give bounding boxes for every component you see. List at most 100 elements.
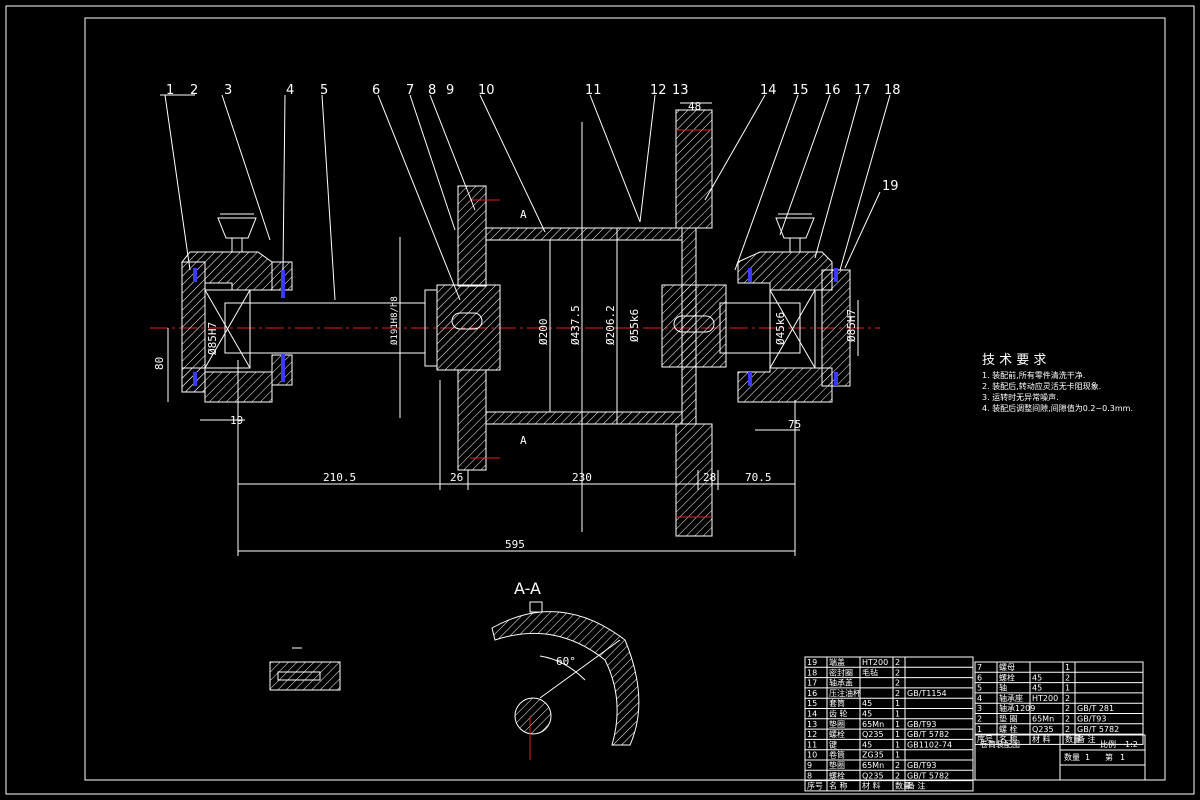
dimension-lines	[167, 102, 859, 556]
bom-left-cell: 8	[807, 771, 812, 780]
title-name: 卷筒装配图	[980, 739, 1020, 749]
tech-req-title: 技 术 要 求	[982, 353, 1046, 368]
bom-right-cell: 6	[977, 673, 982, 682]
dim-bearing-left: Ø85H7	[206, 322, 219, 355]
balloon-10: 10	[478, 83, 495, 98]
bom-left-cell: GB/T 5782	[907, 730, 949, 739]
bom-left-cell: 1	[895, 710, 900, 719]
bom-left-cell: 16	[807, 689, 817, 698]
section-mark-top: A	[520, 208, 527, 221]
bom-left-cell: 14	[807, 710, 817, 719]
bom-left-cell: Q235	[862, 771, 884, 780]
bom-right-cell: 2	[977, 715, 982, 724]
bom-right-cell: 4	[977, 694, 982, 703]
bom-left-cell: 数量	[895, 781, 911, 791]
balloon-1: 1	[166, 83, 174, 98]
left-flange	[436, 185, 501, 471]
bom-left-cell: GB/T1154	[907, 689, 947, 698]
bom-left-cell: 套筒	[829, 698, 845, 708]
bom-right-cell: 轴承1209	[999, 703, 1035, 713]
bom-left-cell: 15	[807, 699, 817, 708]
bom-left-cell: 45	[862, 699, 872, 708]
bom-left-cell: 备 注	[907, 781, 926, 791]
balloon-6: 6	[372, 83, 380, 98]
bom-right-cell: GB/T93	[1077, 715, 1106, 724]
bom-right-cell: GB/T 281	[1077, 704, 1114, 713]
tech-req-item-4: 4. 装配后调整间隙,间隙值为0.2~0.3mm.	[982, 403, 1133, 413]
bom-left-cell: 压注油杯	[829, 688, 861, 698]
title-qty: 1	[1085, 753, 1090, 762]
bom-left-cell: 19	[807, 658, 817, 667]
bom-left-cell: 卷筒	[829, 750, 845, 760]
dim-shaft-right: Ø45k6	[774, 312, 787, 345]
bom-left-cell: GB/T93	[907, 720, 936, 729]
bom-right-cell: 65Mn	[1032, 715, 1054, 724]
bom-right-cell: 45	[1032, 673, 1042, 682]
bom-left-cell: 螺栓	[829, 729, 845, 739]
bom-left-cell: 12	[807, 730, 817, 739]
bom-right-cell: Q235	[1032, 725, 1054, 734]
balloon-5: 5	[320, 83, 328, 98]
bom-right-cell: 7	[977, 663, 982, 672]
bom-right-cell: 2	[1065, 725, 1070, 734]
bom-left-cell: 2	[895, 679, 900, 688]
bom-left-cell: 18	[807, 668, 817, 677]
dim-595: 595	[505, 538, 525, 551]
bom-left-cell: 65Mn	[862, 720, 884, 729]
balloon-14: 14	[760, 83, 777, 98]
dimension-texts: 48 Ø85H7 Ø191H8/h8 Ø200 Ø437.5 Ø206.2 Ø5…	[153, 100, 858, 551]
dim-80: 80	[153, 357, 166, 370]
bom-right-cell: 数量	[1065, 734, 1081, 744]
bom-left-cell: 密封圈	[829, 667, 853, 677]
balloon-15: 15	[792, 83, 809, 98]
dim-shaft-fit: Ø191H8/h8	[389, 296, 400, 345]
bom-right-cell: 名 称	[999, 734, 1018, 744]
bom-left-cell: 45	[862, 740, 872, 749]
right-bearing-housing	[737, 213, 851, 403]
dim-28: 28	[703, 471, 716, 484]
bom-left-cell: 1	[895, 720, 900, 729]
tech-req-item-1: 1. 装配前,所有零件清洗干净.	[982, 370, 1085, 380]
balloon-11: 11	[585, 83, 602, 98]
bom-left-cell: GB1102-74	[907, 740, 952, 749]
bom-right-cell: 材 料	[1032, 734, 1051, 744]
dim-70-5: 70.5	[745, 471, 772, 484]
bom-right-cell: 1	[1065, 684, 1070, 693]
bom-right-cell: 2	[1065, 694, 1070, 703]
bom-left-cell: 11	[807, 740, 817, 749]
bom-left-cell: 螺栓	[829, 770, 845, 780]
title-sheet: 1	[1120, 753, 1125, 762]
balloon-19: 19	[882, 179, 899, 194]
bom-right-cell: 2	[1065, 673, 1070, 682]
bom-right-cell: 3	[977, 704, 982, 713]
bom-left-cell: HT200	[862, 658, 888, 667]
outer-border	[5, 5, 1195, 795]
bom-left-cell: 轴承盖	[829, 678, 853, 688]
bom-right-cell: 螺母	[999, 662, 1015, 672]
bom-right-cell: 轴承座	[999, 693, 1023, 703]
balloon-12: 12	[650, 83, 667, 98]
bom-right-cell: 1	[977, 725, 982, 734]
bom-left-cell: 2	[895, 668, 900, 677]
balloon-2: 2	[190, 83, 198, 98]
bom-left-cell: 垫圈	[829, 760, 845, 770]
bom-left-cell: 9	[807, 761, 812, 770]
bom-left-cell: 65Mn	[862, 761, 884, 770]
balloon-labels: 1 2 3 4 5 6 7 8 9 10 11 12 13 14 15 16 1…	[166, 83, 901, 194]
drawing-frame	[84, 17, 1166, 781]
bom-left-cell: GB/T 5782	[907, 771, 949, 780]
bom-left-cell: 45	[862, 710, 872, 719]
bom-right-cell: 1	[1065, 663, 1070, 672]
balloon-8: 8	[428, 83, 436, 98]
dim-26: 26	[450, 471, 463, 484]
bom-left-cell: 1	[895, 740, 900, 749]
dim-gear-outer: Ø437.5	[569, 305, 582, 345]
balloon-18: 18	[884, 83, 901, 98]
bom-left-cell: 1	[895, 699, 900, 708]
bom-left-cell: 17	[807, 679, 817, 688]
balloon-7: 7	[406, 83, 414, 98]
title-scale: 1:2	[1125, 740, 1138, 749]
bom-left-cell: 2	[895, 689, 900, 698]
